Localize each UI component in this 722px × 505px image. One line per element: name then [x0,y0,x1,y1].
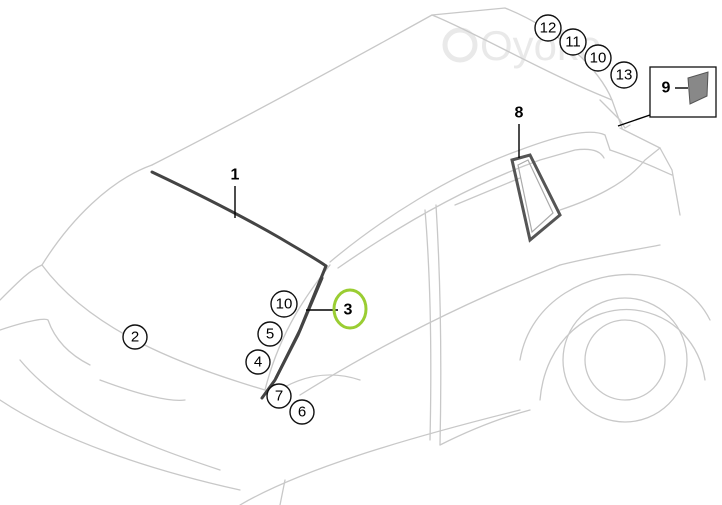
callout-10-roof: 10 [584,44,612,72]
callout-12-label: 12 [540,20,557,37]
car-outline [0,7,711,505]
callout-9-box: 9 [617,66,717,127]
quarter-window-glass [517,159,554,234]
callout-6-label: 6 [298,404,306,421]
callout-13: 13 [610,61,638,89]
callout-12: 12 [534,14,562,42]
callout-8-label: 8 [515,105,524,122]
callout-2: 2 [122,324,148,350]
callout-10-pillar: 10 [270,290,298,318]
callout-9-label: 9 [662,80,671,97]
callout-10-pillar-label: 10 [276,296,293,313]
callout-11: 11 [559,28,587,56]
callout-4-label: 4 [254,354,262,371]
part-9-thumbnail [687,71,709,105]
quarter-window-seal [510,153,562,243]
callout-13-label: 13 [616,67,633,84]
a-pillar-trim-inner [274,276,324,380]
callout-3-label: 3 [344,302,353,319]
callout-7: 7 [266,383,292,409]
callout-5-label: 5 [266,326,274,343]
callout-1: 1 [231,167,240,218]
callout-11-label: 11 [565,34,581,51]
callout-6: 6 [289,399,315,425]
callout-8: 8 [515,105,524,158]
callout-7-label: 7 [275,388,283,405]
callout-1-label: 1 [231,167,240,184]
callout-3: 3 [306,288,368,330]
callout-10-roof-label: 10 [590,50,607,67]
callout-4: 4 [245,349,271,375]
windshield-upper-trim [150,170,328,268]
callout-5: 5 [257,321,283,347]
highlight-ring [332,288,368,330]
callout-2-label: 2 [131,329,139,346]
